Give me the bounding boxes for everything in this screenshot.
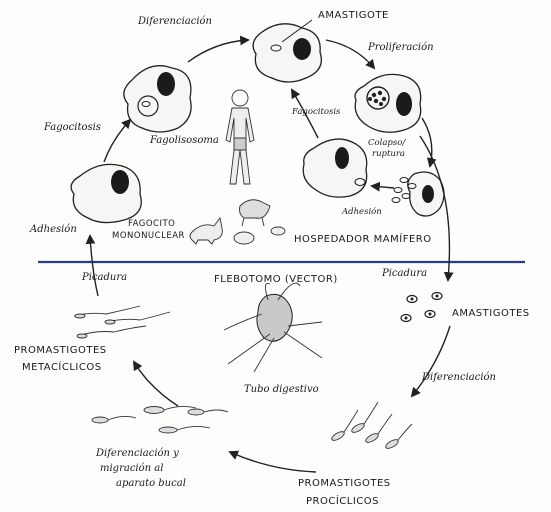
label-amastigote-top: AMASTIGOTE: [318, 10, 389, 21]
label-promastigotes-meta-1: PROMASTIGOTES: [14, 345, 107, 356]
label-promastigotes-pro-2: PROCÍCLICOS: [306, 494, 379, 507]
mononuclear-phagocyte: [71, 164, 141, 222]
ruptured-cell: [392, 172, 444, 216]
arrow-to-migration: [230, 452, 316, 472]
label-dif-migracion-3: aparato bucal: [116, 478, 186, 489]
label-fagolisosoma: Fagolisosoma: [149, 135, 219, 146]
label-amastigotes-bottom: AMASTIGOTES: [452, 308, 530, 319]
label-colapso-line2: ruptura: [372, 149, 405, 159]
adhesion-cell-right: [303, 139, 367, 197]
animal-hosts: [190, 200, 285, 244]
amastigotes-vector: [401, 293, 442, 322]
label-dif-migracion-1: Diferenciación y: [95, 448, 179, 459]
human-host-figure: [226, 90, 254, 184]
phagolysosome-cell: [124, 66, 191, 132]
migrating-promastigotes: [92, 406, 228, 433]
label-promastigotes-meta-2: METACÍCLICOS: [22, 360, 102, 373]
proliferating-cell: [355, 74, 421, 132]
arrow-diferenciacion-top: [188, 40, 248, 62]
arrow-proliferacion: [326, 40, 374, 68]
arrow-picadura-left: [90, 236, 98, 296]
label-colapso-line1: Colapso/: [368, 138, 406, 148]
label-promastigotes-pro-1: PROMASTIGOTES: [298, 478, 391, 489]
label-proliferacion: Proliferación: [367, 42, 434, 53]
metacyclic-promastigotes: [74, 306, 170, 338]
label-dif-migracion-2: migración al: [100, 463, 163, 474]
arrow-to-metacyclic: [134, 362, 178, 406]
label-picadura-right: Picadura: [381, 268, 427, 279]
label-picadura-left: Picadura: [81, 272, 127, 283]
arrow-adhesion-right: [372, 186, 394, 188]
label-fagocito-line2: MONONUCLEAR: [112, 231, 185, 241]
label-fagocitosis-right: Fagocitosis: [291, 107, 341, 117]
arrow-diferenciacion-right: [412, 326, 450, 396]
procyclic-promastigotes: [330, 402, 412, 450]
label-diferenciacion-right: Diferenciación: [421, 372, 496, 383]
amastigote-cell-top: [253, 20, 321, 82]
label-fagocito-line1: FAGOCITO: [128, 219, 175, 229]
label-diferenciacion-top: Diferenciación: [137, 16, 212, 27]
label-hospedador: HOSPEDADOR MAMÍFERO: [294, 232, 432, 245]
label-fagocitosis-left: Fagocitosis: [43, 122, 101, 133]
label-adhesion-left: Adhesión: [29, 224, 77, 235]
label-flebotomo: FLEBOTOMO (VECTOR): [214, 274, 338, 285]
label-tubo-digestivo: Tubo digestivo: [244, 384, 319, 395]
sandfly-vector: [224, 283, 322, 372]
arrow-fagocitosis-left: [104, 120, 130, 162]
label-adhesion-right: Adhesión: [341, 206, 382, 217]
